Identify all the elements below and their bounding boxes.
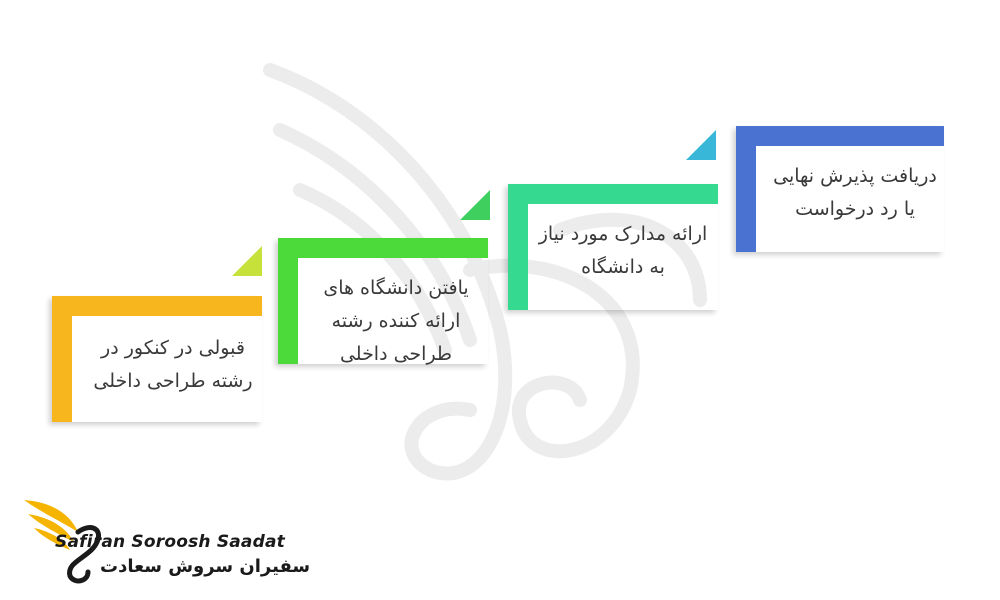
brand-name-english: Safiran Soroosh Saadat — [55, 532, 285, 552]
step-2-label: یافتن دانشگاه های ارائه کننده رشته طراحی… — [323, 277, 469, 365]
brand-logo-icon — [24, 500, 102, 584]
step-3-accent-triangle — [686, 130, 716, 160]
step-3-bracket — [508, 184, 718, 310]
step-3-label: ارائه مدارک مورد نیاز به دانشگاه — [538, 223, 708, 278]
step-4-bracket — [736, 126, 944, 252]
step-1-label: قبولی در کنکور در رشته طراحی داخلی — [93, 337, 253, 392]
brand-name-persian: سفیران سروش سعادت — [100, 556, 311, 577]
step-2-accent-triangle — [460, 190, 490, 220]
step-1-bracket — [52, 296, 262, 422]
step-1-accent-triangle — [232, 246, 262, 276]
step-2-bracket — [278, 238, 488, 364]
step-4-label: دریافت پذیرش نهایی یا رد درخواست — [773, 165, 937, 220]
